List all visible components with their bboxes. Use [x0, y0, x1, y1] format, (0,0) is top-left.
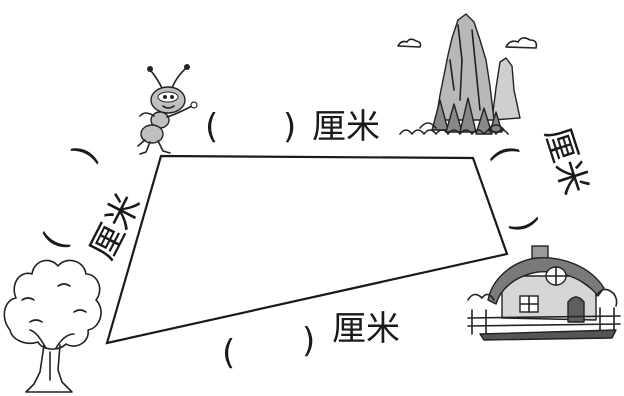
- bottom-side-label: ( ) 厘米: [222, 309, 400, 373]
- bottom-unit-text: 厘米: [332, 309, 400, 349]
- right-side-label: ( 厘米 ): [483, 122, 595, 237]
- right-open-paren: (: [483, 140, 525, 165]
- tree-icon: [3, 259, 102, 393]
- bottom-open-paren: (: [222, 333, 235, 373]
- left-unit-text: 厘米: [82, 187, 149, 266]
- left-open-paren: (: [34, 226, 76, 256]
- right-close-paren: ): [503, 212, 545, 237]
- quadrilateral-shape: [105, 154, 509, 345]
- top-side-label: ( ) 厘米: [205, 107, 380, 147]
- house-icon: [467, 245, 621, 341]
- right-unit-text: 厘米: [536, 122, 595, 199]
- top-unit-text: 厘米: [312, 107, 380, 147]
- left-side-label: ) 厘米 (: [34, 139, 149, 266]
- top-close-paren: ): [283, 107, 296, 147]
- left-close-paren: ): [64, 139, 106, 169]
- top-open-paren: (: [205, 107, 218, 147]
- bottom-close-paren: ): [302, 321, 315, 361]
- ant-icon: [137, 64, 198, 155]
- mountain-icon: [397, 13, 538, 135]
